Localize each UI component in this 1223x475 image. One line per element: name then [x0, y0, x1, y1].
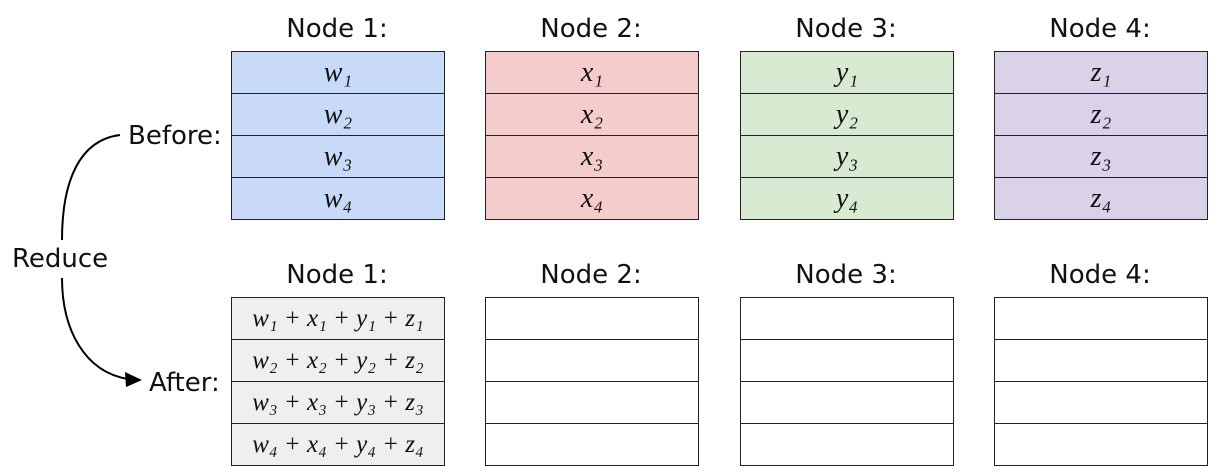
after-node-4-table	[994, 297, 1208, 466]
after-node-1-title: Node 1:	[286, 260, 388, 290]
after-node-2-cell	[486, 340, 698, 382]
after-node-4-cell	[995, 382, 1207, 424]
after-node-1-cell: w₂ + x₂ + y₂ + z₂	[232, 340, 444, 382]
after-node-3-table	[740, 297, 954, 466]
before-node-4-cell: z₃	[995, 136, 1207, 178]
before-node-2-cell: x₁	[486, 52, 698, 94]
before-node-2-title: Node 2:	[540, 14, 642, 44]
after-node-4-cell	[995, 298, 1207, 340]
before-node-2-table: x₁ x₂ x₃ x₄	[485, 51, 699, 220]
after-node-1-cell: w₄ + x₄ + y₄ + z₄	[232, 424, 444, 466]
before-node-4-table: z₁ z₂ z₃ z₄	[994, 51, 1208, 220]
after-label: After:	[149, 368, 220, 398]
before-node-2-cell: x₃	[486, 136, 698, 178]
before-node-1-cell: w₂	[232, 94, 444, 136]
before-node-1-cell: w₃	[232, 136, 444, 178]
before-label: Before:	[128, 121, 222, 151]
before-node-4-cell: z₄	[995, 178, 1207, 220]
before-node-3-table: y₁ y₂ y₃ y₄	[740, 51, 954, 220]
after-node-2-cell	[486, 382, 698, 424]
after-node-4-title: Node 4:	[1049, 260, 1151, 290]
before-node-3-cell: y₂	[741, 94, 953, 136]
before-node-4-cell: z₁	[995, 52, 1207, 94]
before-node-4-cell: z₂	[995, 94, 1207, 136]
after-node-4-cell	[995, 424, 1207, 466]
after-node-3-title: Node 3:	[795, 260, 897, 290]
reduce-label: Reduce	[12, 244, 109, 274]
after-node-2-title: Node 2:	[540, 260, 642, 290]
before-node-1-table: w₁ w₂ w₃ w₄	[231, 51, 445, 220]
before-node-3-cell: y₃	[741, 136, 953, 178]
after-node-1-cell: w₃ + x₃ + y₃ + z₃	[232, 382, 444, 424]
before-node-2-cell: x₂	[486, 94, 698, 136]
after-node-3-cell	[741, 340, 953, 382]
after-node-3-cell	[741, 298, 953, 340]
before-node-3-cell: y₄	[741, 178, 953, 220]
after-node-3-cell	[741, 382, 953, 424]
before-node-1-cell: w₁	[232, 52, 444, 94]
after-node-3-cell	[741, 424, 953, 466]
before-node-4-title: Node 4:	[1049, 14, 1151, 44]
before-node-1-cell: w₄	[232, 178, 444, 220]
after-node-2-cell	[486, 298, 698, 340]
before-node-2-cell: x₄	[486, 178, 698, 220]
after-node-1-table: w₁ + x₁ + y₁ + z₁ w₂ + x₂ + y₂ + z₂ w₃ +…	[231, 297, 445, 466]
before-node-1-title: Node 1:	[286, 14, 388, 44]
after-node-4-cell	[995, 340, 1207, 382]
before-node-3-title: Node 3:	[795, 14, 897, 44]
after-node-1-cell: w₁ + x₁ + y₁ + z₁	[232, 298, 444, 340]
before-node-3-cell: y₁	[741, 52, 953, 94]
after-node-2-cell	[486, 424, 698, 466]
after-node-2-table	[485, 297, 699, 466]
